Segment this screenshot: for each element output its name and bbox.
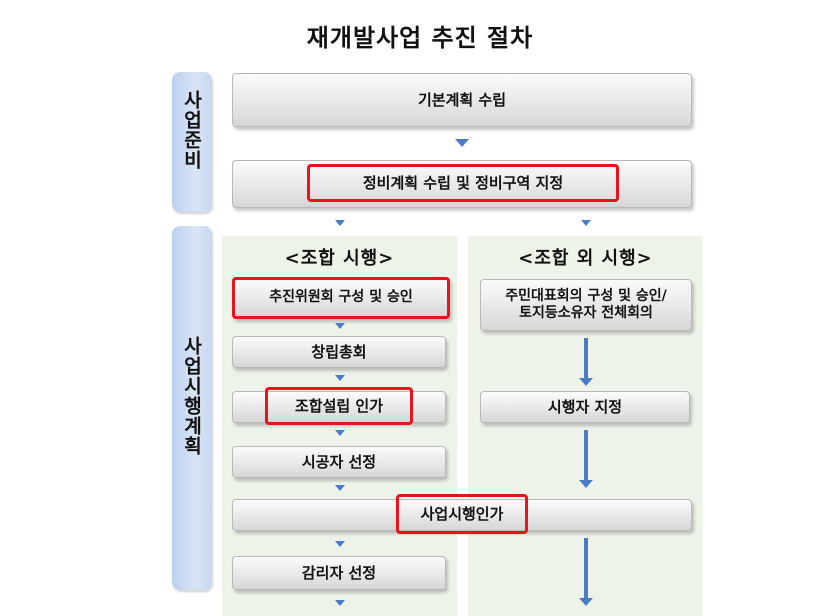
step-association-approval-highlight: 조합설립 인가 bbox=[265, 387, 413, 425]
arrow-down-icon bbox=[579, 378, 593, 386]
arrow-down-icon bbox=[335, 375, 345, 381]
arrow-down-icon bbox=[579, 480, 593, 488]
step-association-approval-label: 조합설립 인가 bbox=[294, 396, 384, 415]
arrow-down-icon bbox=[335, 220, 345, 226]
arrow-down-icon bbox=[335, 323, 345, 329]
phase-preparation: 사업준비 bbox=[172, 72, 212, 212]
step-supervisor-label: 감리자 선정 bbox=[301, 563, 377, 582]
arrow-down-icon bbox=[335, 541, 345, 547]
diagram-title: 재개발사업 추진 절차 bbox=[306, 24, 534, 52]
arrow-down-icon bbox=[335, 430, 345, 436]
step-founding-meeting-label: 창립총회 bbox=[311, 342, 367, 361]
step-residents-meeting-line1: 주민대표회의 구성 및 승인/ bbox=[505, 287, 667, 304]
step-founding-meeting: 창립총회 bbox=[232, 336, 446, 368]
arrow-down-icon bbox=[455, 139, 469, 147]
step-zone-designation-label: 정비계획 수립 및 정비구역 지정 bbox=[362, 173, 564, 192]
phase-execution-label: 사업시행계획 bbox=[180, 336, 203, 456]
step-operator-designation: 시행자 지정 bbox=[480, 391, 690, 423]
arrow-down-icon bbox=[579, 598, 593, 606]
arrow-stem bbox=[584, 538, 588, 600]
step-project-approval-label: 사업시행인가 bbox=[420, 504, 504, 523]
step-project-approval-highlight: 사업시행인가 bbox=[396, 494, 528, 534]
column-non-association-header: <조합 외 시행> bbox=[518, 248, 653, 269]
arrow-down-icon bbox=[581, 220, 591, 226]
step-residents-meeting: 주민대표회의 구성 및 승인/ 토지등소유자 전체회의 bbox=[480, 279, 692, 331]
step-residents-meeting-line2: 토지등소유자 전체회의 bbox=[519, 305, 653, 321]
step-committee: 추진위원회 구성 및 승인 bbox=[232, 277, 450, 319]
step-contractor-label: 시공자 선정 bbox=[301, 452, 377, 471]
arrow-down-icon bbox=[335, 485, 345, 491]
step-project-approval bbox=[232, 499, 692, 531]
step-zone-designation-highlight: 정비계획 수립 및 정비구역 지정 bbox=[307, 164, 619, 202]
arrow-stem bbox=[584, 430, 588, 482]
step-basic-plan: 기본계획 수립 bbox=[232, 73, 692, 127]
step-basic-plan-label: 기본계획 수립 bbox=[417, 90, 507, 109]
column-association-header: <조합 시행> bbox=[284, 248, 395, 269]
phase-execution: 사업시행계획 bbox=[172, 226, 212, 590]
step-supervisor: 감리자 선정 bbox=[232, 556, 446, 590]
step-committee-label: 추진위원회 구성 및 승인 bbox=[269, 289, 413, 306]
arrow-down-icon bbox=[335, 600, 345, 606]
arrow-stem bbox=[584, 338, 588, 380]
step-operator-designation-label: 시행자 지정 bbox=[547, 397, 623, 416]
step-contractor: 시공자 선정 bbox=[232, 446, 446, 478]
phase-preparation-label: 사업준비 bbox=[180, 90, 203, 170]
